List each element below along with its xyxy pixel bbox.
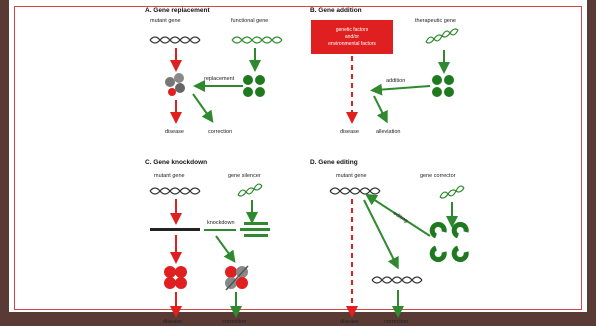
panel-b-alleviation-label: alleviation — [376, 129, 400, 135]
panel-b-therapeutic-gene-label: therapeutic gene — [415, 18, 456, 24]
panel-b-box-line-2: and/or — [345, 34, 360, 40]
panel-d-mutant-dna-icon — [329, 187, 381, 195]
panel-a-functional-protein-icon — [243, 75, 265, 97]
panel-b-box-line-1: genetic factors — [336, 27, 369, 33]
panel-a-mutant-protein-icon — [165, 73, 185, 96]
panel-b-title: B. Gene addition — [310, 7, 362, 14]
panel-a-functional-dna-icon — [231, 36, 283, 44]
panel-c-correction-label: correction — [222, 319, 246, 325]
panel-a-functional-gene-label: functional gene — [231, 18, 268, 24]
panel-c-gene-silencer-label: gene silencer — [228, 173, 261, 179]
panel-d-correction-label: correction — [384, 319, 408, 325]
panel-d-editing-label: editing — [392, 211, 409, 225]
panel-c-disease-label: disease — [163, 319, 182, 325]
bottom-border — [0, 312, 596, 326]
panel-d-title: D. Gene editing — [310, 159, 358, 166]
panel-a-replacement-label: replacement — [204, 76, 235, 82]
panel-d-editor-complex-icon — [429, 221, 469, 263]
panel-c-title: C. Gene knockdown — [145, 159, 207, 166]
left-border — [0, 0, 9, 326]
panel-b-arrow-to-alleviation — [373, 95, 388, 124]
panel-b-disease-label: disease — [340, 129, 359, 135]
panel-c-mutant-protein-icon — [164, 266, 187, 289]
panel-d-gene-corrector-label: gene corrector — [420, 173, 456, 179]
panel-c-silencer-dna-icon — [237, 183, 263, 197]
panel-d-mutant-gene-label: mutant gene — [336, 173, 367, 179]
panel-a-correction-label: correction — [208, 129, 232, 135]
panel-b-box-line-3: environmental factors — [328, 41, 376, 47]
panel-d-editing-arrow — [364, 193, 431, 237]
right-border — [587, 0, 596, 326]
panel-d-arrow-to-corrected-gene — [363, 199, 399, 270]
panel-c-knockdown-label: knockdown — [207, 220, 235, 226]
figure-outline — [14, 6, 582, 310]
panel-c-mrna-strand — [150, 228, 200, 231]
panel-d-corrected-dna-icon — [371, 276, 423, 284]
panel-a-mutant-dna-icon — [149, 36, 201, 44]
panel-a-disease-label: disease — [165, 129, 184, 135]
panel-c-arrow-to-blocked-protein — [215, 235, 236, 263]
panel-b-addition-arrow — [370, 83, 431, 96]
panel-a-mutant-gene-label: mutant gene — [150, 18, 181, 24]
panel-b-therapeutic-dna-icon — [425, 28, 459, 44]
panel-d-corrector-dna-icon — [439, 185, 465, 199]
panel-c-mutant-dna-icon — [149, 187, 201, 195]
panel-c-blocked-protein-icon — [225, 265, 249, 291]
panel-d-disease-label: disease — [340, 319, 359, 325]
panel-b-therapeutic-protein-icon — [432, 75, 454, 97]
panel-a-arrow-to-correction — [192, 93, 214, 123]
panel-a-title: A. Gene replacement — [145, 7, 210, 14]
panel-b-factors-box — [311, 20, 393, 54]
panel-c-silencer-complex-icon — [240, 222, 270, 237]
panel-b-addition-label: addition — [386, 78, 405, 84]
panel-c-mutant-gene-label: mutant gene — [154, 173, 185, 179]
